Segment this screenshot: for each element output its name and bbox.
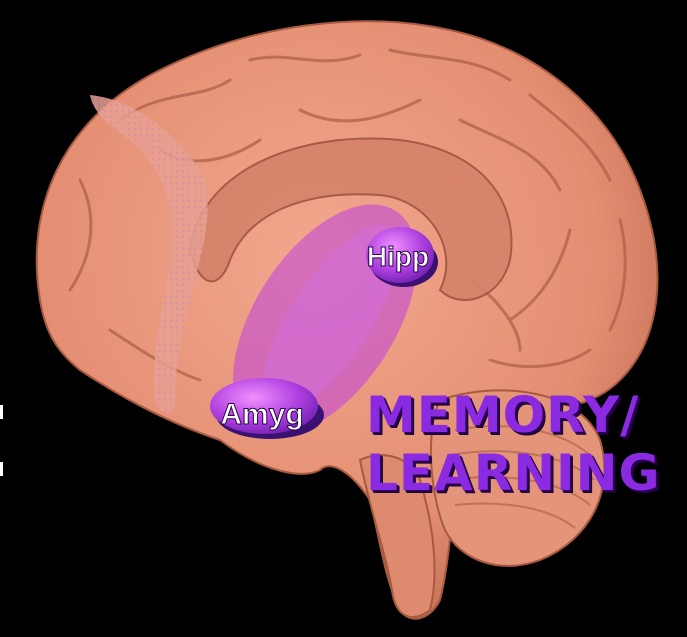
hippocampus-label: Hipp [367,241,429,272]
caption-line-1: MEMORY/ [366,386,676,444]
caption-line-2: LEARNING [366,444,676,502]
memory-learning-caption: MEMORY/ LEARNING [366,386,676,502]
amygdala-label: Amyg [220,398,303,431]
edge-marker-bottom [0,462,3,476]
edge-marker-top [0,405,3,419]
